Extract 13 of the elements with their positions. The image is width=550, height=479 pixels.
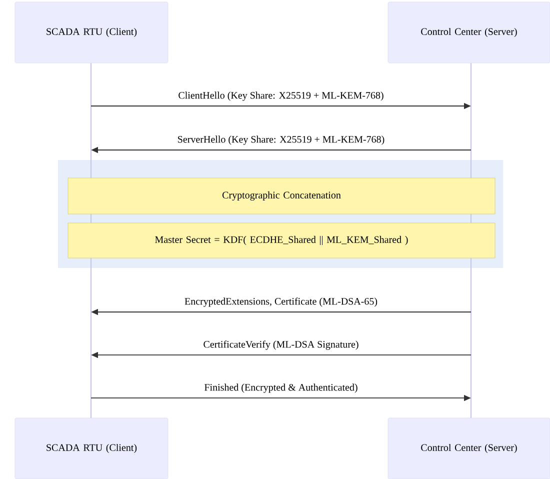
participant-box: SCADA RTU (Client)	[14, 2, 168, 64]
participant-box: Control Center (Server)	[388, 418, 550, 479]
edge-label: ServerHello (Key Share: X25519 + ML-KEM-768)	[176, 134, 386, 146]
note-box: Master Secret = KDF( ECDHE_Shared || ML_KEM_Shared )	[68, 222, 496, 258]
lifeline	[90, 62, 92, 418]
edge-label: ClientHello (Key Share: X25519 + ML-KEM-768)	[177, 90, 385, 102]
edge-label: EncryptedExtensions, Certificate (ML-DSA-65)	[184, 296, 378, 308]
participant-box: SCADA RTU (Client)	[14, 418, 168, 479]
participant-box: Control Center (Server)	[388, 2, 550, 64]
edge-label: Finished (Encrypted & Authenticated)	[203, 382, 359, 394]
edge-label: CertificateVerify (ML-DSA Signature)	[202, 340, 360, 351]
note-box: Cryptographic Concatenation	[68, 178, 496, 214]
lifeline	[470, 62, 472, 418]
